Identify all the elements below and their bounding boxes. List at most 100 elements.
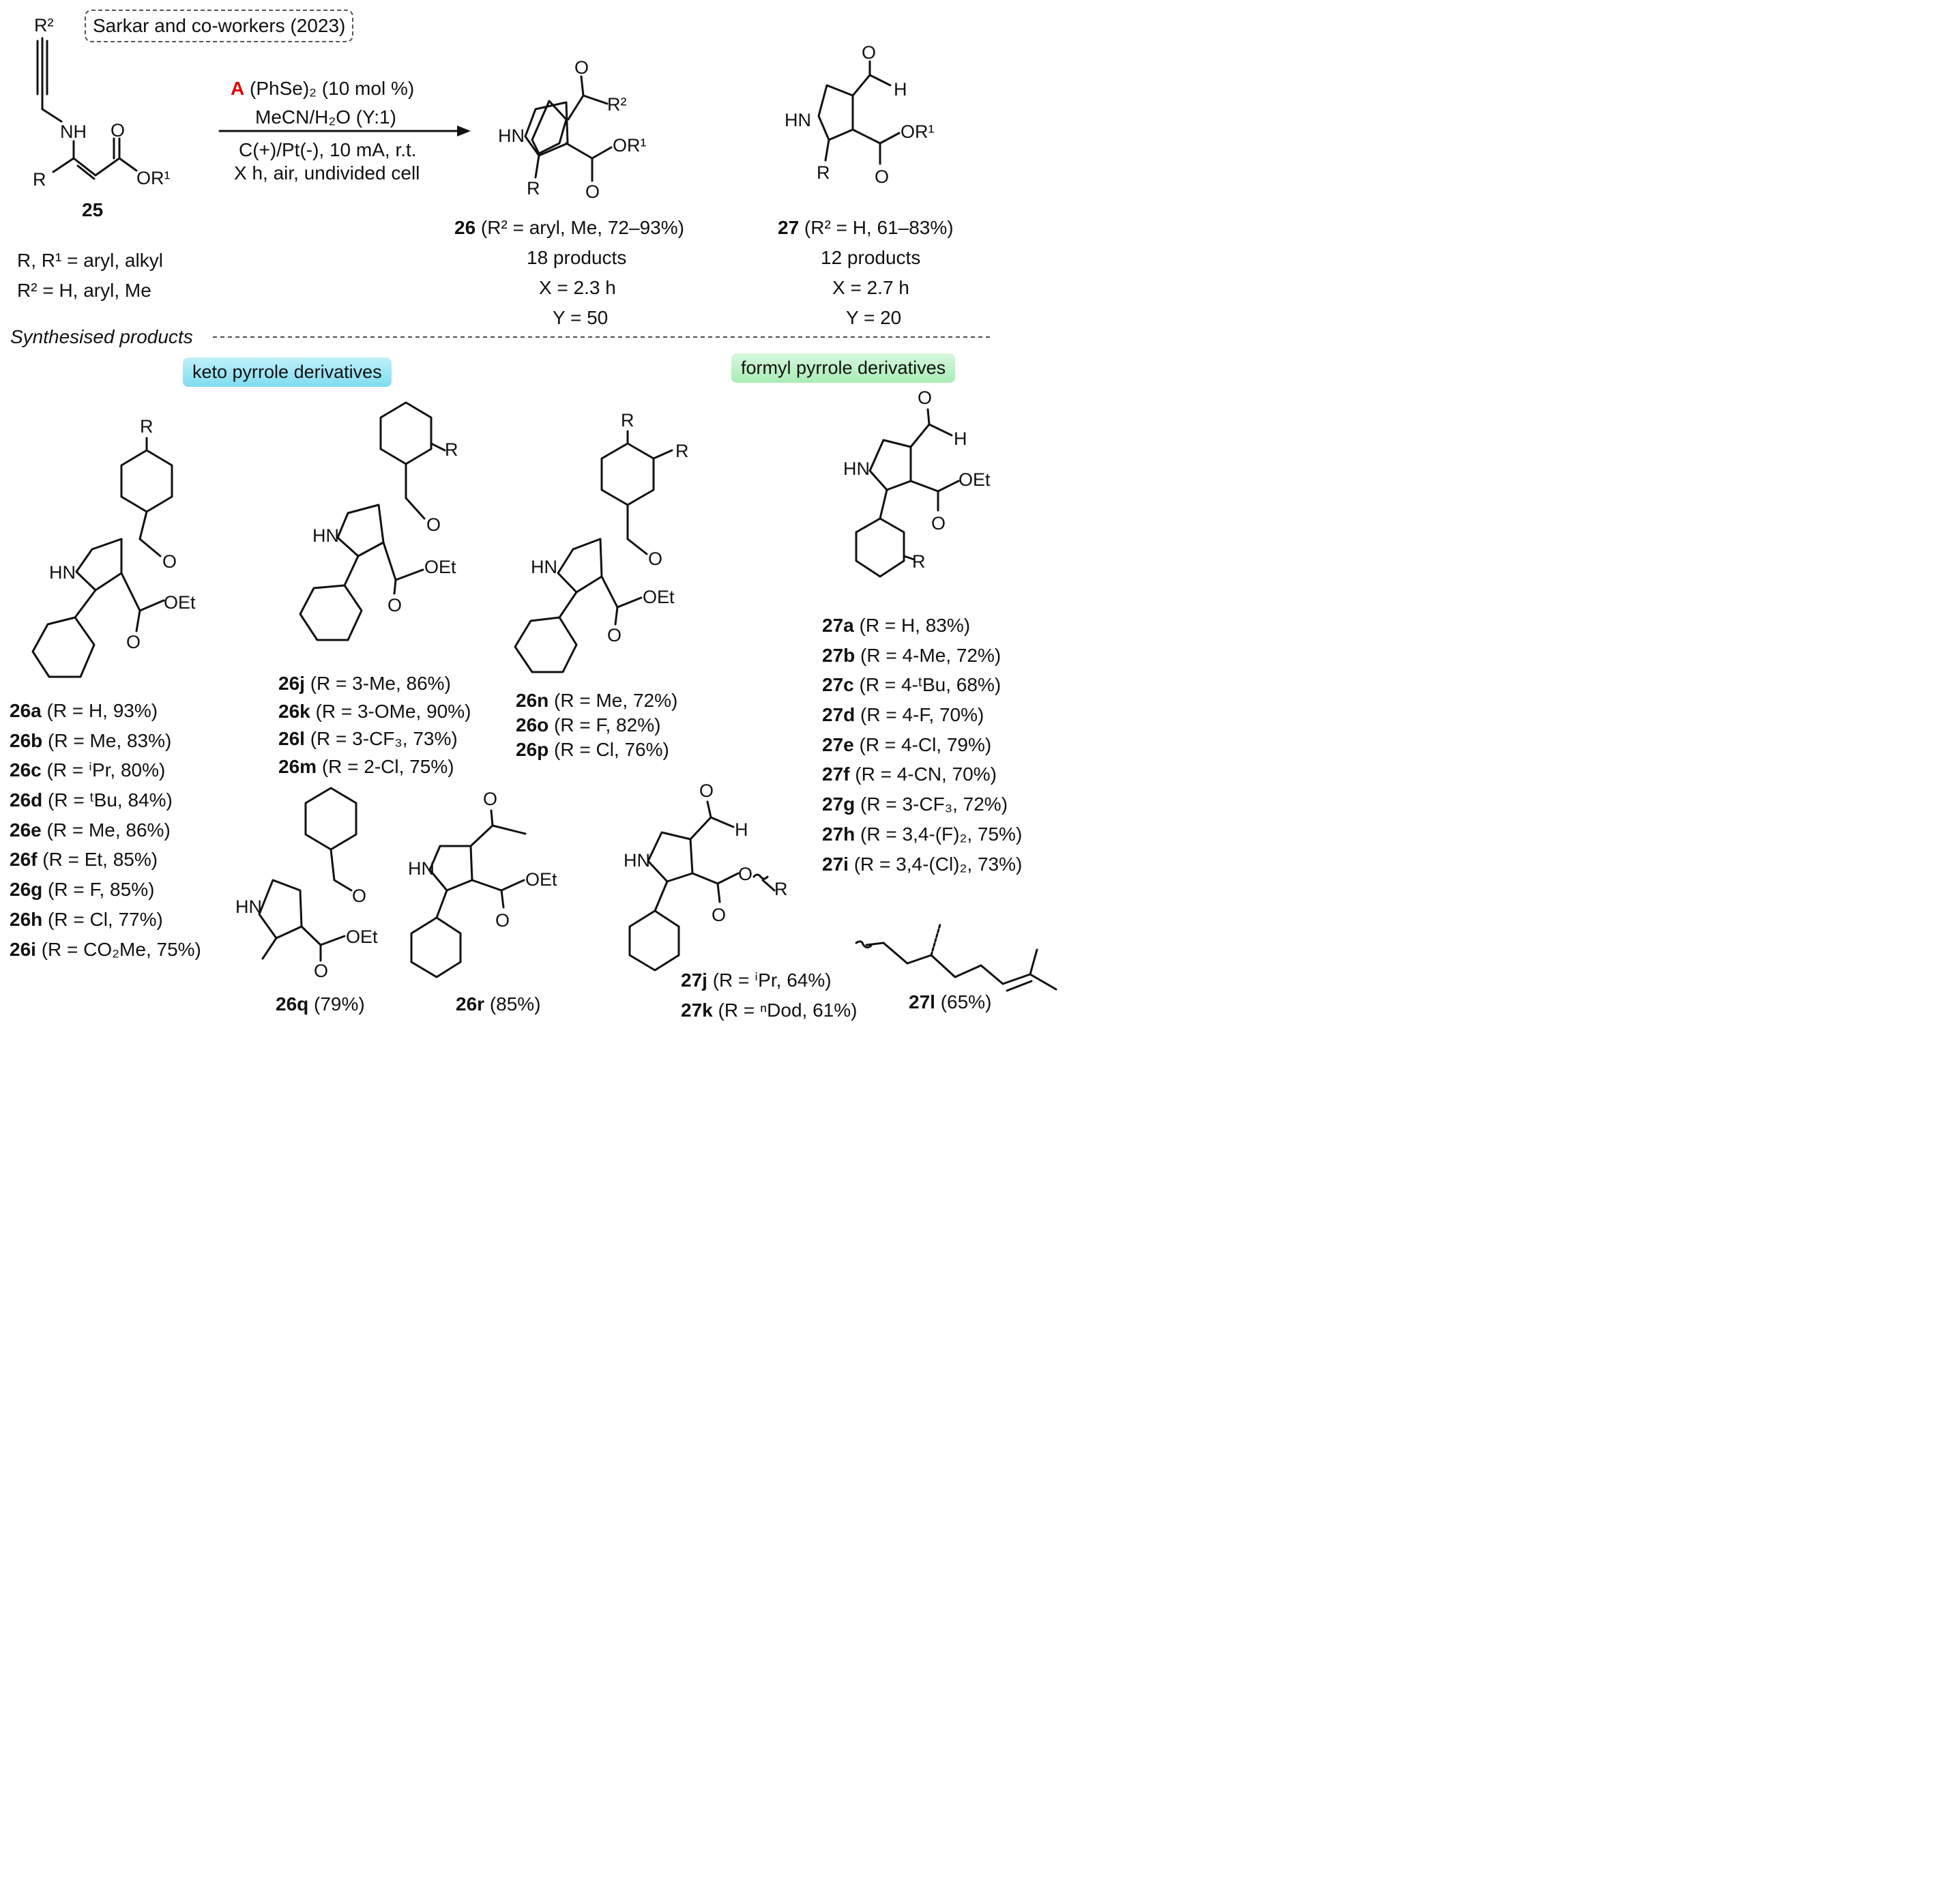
- list-item: 26k (R = 3-OMe, 90%): [278, 700, 471, 722]
- product-27-count: 12 products: [821, 247, 921, 268]
- product-26-structure: HN O R² O OR¹ R: [498, 57, 647, 202]
- list-item: 26b (R = Me, 83%): [10, 729, 172, 751]
- list-item: 26d (R = ᵗBu, 84%): [10, 789, 173, 811]
- structure-26a-i: R O HN OEt O: [31, 416, 196, 678]
- condition-line-1: A (PhSe)₂ (10 mol %): [231, 79, 414, 98]
- atom-hn-27a: HN: [843, 458, 870, 479]
- product-26-y: Y = 50: [553, 307, 609, 328]
- structure-27a-i: O H HN OEt O R: [843, 388, 991, 578]
- atom-hn-26q: HN: [235, 897, 262, 917]
- atom-o-27j: O: [699, 781, 714, 801]
- structure-27j-k: O H HN O R O: [624, 781, 788, 972]
- condition-1-text: (PhSe)₂ (10 mol %): [244, 78, 415, 99]
- list-item: 26e (R = Me, 86%): [10, 819, 171, 841]
- reagent-a-label: A: [231, 78, 245, 99]
- product-26-summary: 26 (R² = aryl, Me, 72–93%): [454, 218, 684, 237]
- atom-o2-26n: O: [607, 625, 621, 645]
- compound-27l: 27l (65%): [909, 991, 992, 1012]
- list-item: 27k (R = ⁿDod, 61%): [681, 1000, 858, 1021]
- substrate-id-text: 25: [82, 199, 104, 220]
- atom-o2-26j: O: [387, 595, 402, 615]
- atom-r-26n-b: R: [675, 441, 689, 461]
- product-27-summary: 27 (R² = H, 61–83%): [778, 218, 954, 237]
- condition-2-text: MeCN/H₂O (Y:1): [255, 106, 396, 128]
- list-item: 27h (R = 3,4-(F)₂, 75%): [822, 823, 1023, 845]
- condition-4-text: X h, air, undivided cell: [234, 162, 420, 184]
- atom-o-27: O: [862, 42, 876, 63]
- list-item: 26f (R = Et, 85%): [10, 849, 158, 871]
- citation-box: Sarkar and co-workers (2023): [85, 10, 354, 42]
- atom-hn-26a: HN: [49, 562, 76, 583]
- atom-h-27j: H: [735, 819, 748, 840]
- atom-or1-substrate: OR¹: [136, 168, 171, 188]
- list-item: 27c (R = 4-ᵗBu, 68%): [822, 674, 1001, 696]
- atom-o2-26a: O: [126, 632, 141, 652]
- product-27-structure: HN O H O OR¹ R: [785, 42, 935, 187]
- list-item: 26p (R = Cl, 76%): [516, 739, 669, 760]
- atom-hn-27: HN: [785, 110, 811, 130]
- atom-oet-26a: OEt: [164, 592, 196, 613]
- atom-h-27a: H: [954, 428, 967, 449]
- atom-o2-27j: O: [712, 905, 726, 925]
- condition-line-2: MeCN/H₂O (Y:1): [255, 108, 396, 127]
- section-title: Synthesised products: [10, 326, 193, 347]
- atom-h-27: H: [894, 79, 907, 100]
- list-item: 26i (R = CO₂Me, 75%): [10, 938, 201, 960]
- atom-o2-26q: O: [314, 961, 328, 981]
- atom-nh-substrate: NH: [60, 121, 87, 142]
- atom-hn-26: HN: [498, 126, 525, 146]
- atom-r-26n-a: R: [621, 410, 634, 431]
- structure-26j-m: R O HN OEt O: [299, 401, 458, 641]
- arrowhead: [457, 126, 471, 136]
- scope-line-2: R² = H, aryl, Me: [17, 280, 151, 301]
- list-item: 27e (R = 4-Cl, 79%): [822, 733, 992, 755]
- list-item: 26a (R = H, 93%): [10, 700, 158, 721]
- list-item: 26h (R = Cl, 77%): [10, 908, 163, 930]
- atom-r-27: R: [817, 162, 830, 183]
- atom-hn-26j: HN: [312, 525, 339, 546]
- atom-r-27j: R: [774, 879, 788, 899]
- atom-oet-26q: OEt: [346, 927, 378, 947]
- atom-or1-27: OR¹: [901, 121, 935, 142]
- atom-or1-26: OR¹: [613, 135, 647, 156]
- structure-26q: O HN OEt O: [235, 787, 378, 981]
- list-26j-m: 26j (R = 3-Me, 86%) 26k (R = 3-OMe, 90%)…: [278, 674, 471, 785]
- list-item: 26m (R = 2-Cl, 75%): [278, 755, 454, 777]
- atom-r-substrate: R: [33, 169, 46, 190]
- product-26-detail: (R² = aryl, Me, 72–93%): [476, 217, 684, 238]
- atom-o-26: O: [574, 57, 589, 78]
- atom-o2-27a: O: [931, 513, 946, 534]
- list-item: 27d (R = 4-F, 70%): [822, 704, 984, 726]
- list-26n-p: 26n (R = Me, 72%) 26o (R = F, 82%) 26p (…: [516, 691, 677, 765]
- list-26a-i: 26a (R = H, 93%) 26b (R = Me, 83%) 26c (…: [10, 701, 201, 970]
- scope-line-1: R, R¹ = aryl, alkyl: [17, 250, 163, 271]
- product-26-x: X = 2.3 h: [539, 277, 616, 298]
- structure-26r: O HN OEt O: [408, 789, 557, 978]
- list-item: 26l (R = 3-CF₃, 73%): [278, 728, 458, 749]
- product-27-detail: (R² = H, 61–83%): [799, 217, 954, 238]
- condition-3-text: C(+)/Pt(-), 10 mA, r.t.: [239, 139, 417, 160]
- list-27j-k: 27j (R = ⁱPr, 64%) 27k (R = ⁿDod, 61%): [681, 971, 857, 1031]
- atom-r-26a: R: [140, 416, 153, 437]
- list-item: 27i (R = 3,4-(Cl)₂, 73%): [822, 853, 1023, 875]
- atom-r-26: R: [527, 178, 540, 199]
- compound-26r: 26r (85%): [456, 993, 541, 1015]
- list-item: 26o (R = F, 82%): [516, 714, 661, 735]
- keto-tag: keto pyrrole derivatives: [183, 358, 392, 387]
- atom-o-26a: O: [162, 551, 177, 572]
- substrate-id: 25: [82, 201, 103, 220]
- atom-r-26j: R: [445, 439, 458, 460]
- atom-hn-26r: HN: [408, 858, 435, 879]
- list-item: 27g (R = 3-CF₃, 72%): [822, 793, 1008, 815]
- atom-r2-26: R²: [607, 94, 627, 115]
- list-item: 26c (R = ⁱPr, 80%): [10, 759, 166, 781]
- list-item: 27a (R = H, 83%): [822, 615, 971, 636]
- list-27a-i: 27a (R = H, 83%) 27b (R = 4-Me, 72%) 27c…: [822, 616, 1022, 884]
- atom-oet-26n: OEt: [643, 587, 675, 607]
- list-item: 26n (R = Me, 72%): [516, 690, 678, 711]
- atom-hn-27j: HN: [624, 850, 650, 871]
- list-item: 26g (R = F, 85%): [10, 879, 155, 901]
- list-item: 27f (R = 4-CN, 70%): [822, 763, 997, 785]
- atom-oet-26j: OEt: [424, 557, 456, 577]
- atom-hn-26n: HN: [531, 557, 557, 577]
